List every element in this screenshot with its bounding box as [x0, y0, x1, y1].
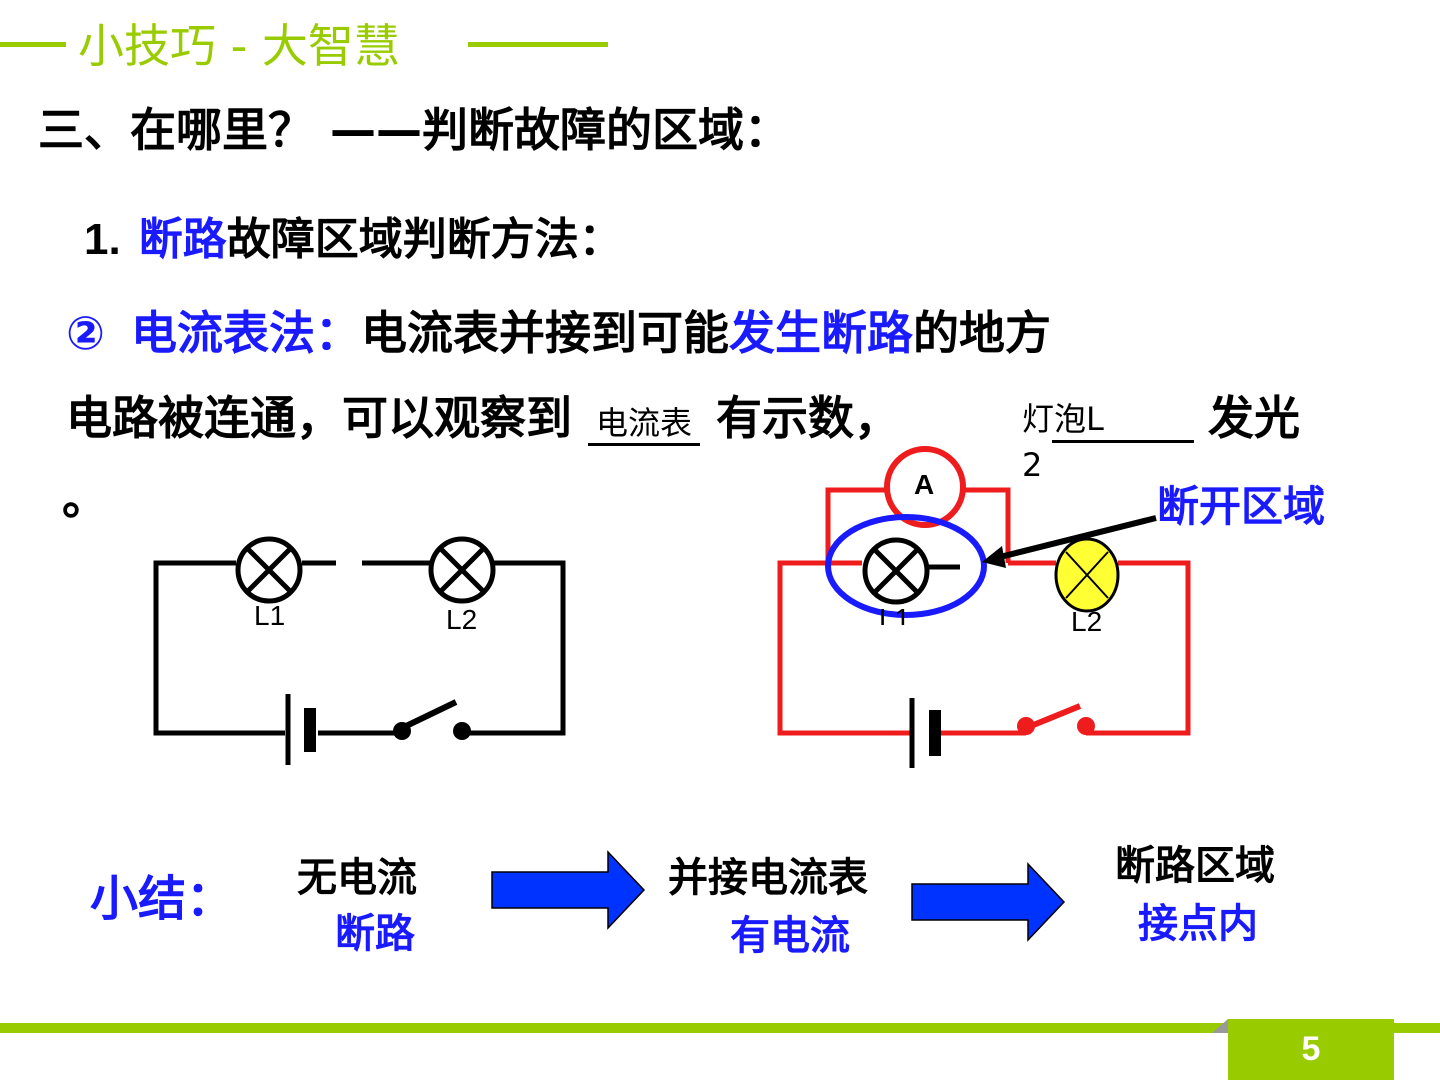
right-lamp2-label: L2 [1071, 606, 1103, 637]
lamp-icon [862, 537, 930, 605]
header-title: 小技巧 - 大智慧 [78, 19, 400, 73]
region-pointer-line [995, 515, 1157, 561]
answer-blank-2-top: 灯泡L [1022, 400, 1104, 438]
summary-arrow-1 [491, 850, 646, 930]
paragraph-line-2: 电路被连通，可以观察到 电流表 有示数， [66, 390, 900, 446]
break-region-label: 断开区域 [1157, 482, 1326, 531]
footer-bar [0, 1023, 1440, 1033]
paragraph-text-b: 的地方 [912, 306, 1051, 360]
answer-blank-1: 电流表 [588, 403, 701, 446]
paragraph-line2-c: 发光 [1208, 391, 1300, 445]
left-circuit [153, 536, 566, 765]
subheading-number: 1. [84, 215, 121, 264]
right-ammeter-branch [825, 487, 886, 563]
page-number: 5 [1228, 1019, 1394, 1080]
paragraph-line-1: ② 电流表法：电流表并接到可能发生断路的地方 [66, 305, 1051, 361]
lamp-cross-b [1065, 551, 1109, 599]
left-top-wire-a [153, 560, 285, 736]
header-line-left [0, 42, 66, 47]
right-switch-contact-b [1077, 717, 1095, 735]
summary-step2-top: 并接电流表 [668, 855, 868, 901]
lamp-cross-b [245, 546, 293, 594]
right-left-wire [777, 560, 910, 736]
left-right-wire [462, 560, 566, 736]
left-switch-contact-a [393, 722, 411, 740]
paragraph-line2-a: 电路被连通，可以观察到 [66, 391, 572, 445]
left-lamp-1 [235, 536, 303, 604]
method-label: 电流表法： [130, 306, 361, 360]
ammeter-icon [884, 446, 966, 528]
summary-step3-top: 断路区域 [1115, 843, 1275, 889]
left-lamp1-label: L1 [254, 600, 286, 631]
right-lamp-1 [862, 537, 930, 605]
right-switch-blade [1024, 703, 1082, 731]
paragraph-marker: ② [66, 306, 105, 360]
subheading-rest: 故障区域判断方法： [226, 214, 623, 265]
summary-step1-top: 无电流 [297, 855, 417, 901]
paragraph-line2-b: 有示数， [716, 391, 901, 445]
region-pointer-arrowhead [982, 546, 1006, 568]
summary-title: 小结： [90, 871, 235, 927]
section-heading: 三、在哪里？ ——判断故障的区域： [38, 103, 791, 157]
summary-arrow-2 [911, 862, 1066, 942]
left-lamp2-label: L2 [446, 604, 478, 635]
right-circuit [777, 487, 1191, 736]
paragraph-text-a: 电流表并接到可能 [360, 306, 729, 360]
ammeter-label: A [914, 469, 935, 500]
right-right-wire [1086, 560, 1191, 736]
page-number-notch [1212, 1019, 1228, 1033]
header-line-right [468, 42, 608, 47]
answer-blank-2-bottom: 2 [1022, 446, 1043, 484]
answer-blank-2-line [1052, 440, 1194, 443]
right-lamp-2 [1054, 537, 1120, 613]
right-lamp1-label: L1 [879, 603, 911, 625]
right-switch-contact-a [1017, 717, 1035, 735]
summary-step3-bottom: 接点内 [1138, 901, 1258, 947]
left-lamp-2 [428, 536, 496, 604]
summary-step2-bottom: 有电流 [730, 913, 850, 959]
right-ammeter-branch-b [964, 487, 1011, 563]
subheading: 1. 断路故障区域判断方法： [84, 213, 623, 267]
left-switch-blade [400, 699, 458, 731]
summary-step1-bottom: 断路 [335, 911, 415, 957]
lamp-icon [428, 536, 496, 604]
lamp-cross-b [872, 547, 920, 595]
lamp-icon [235, 536, 303, 604]
paragraph-line-3: 。 [62, 471, 108, 525]
lamp-cross-b [438, 546, 486, 594]
break-region-highlight [825, 514, 987, 618]
paragraph-highlight: 发生断路 [728, 306, 913, 360]
subheading-highlight: 断路 [138, 214, 227, 265]
left-switch-contact-b [453, 722, 471, 740]
